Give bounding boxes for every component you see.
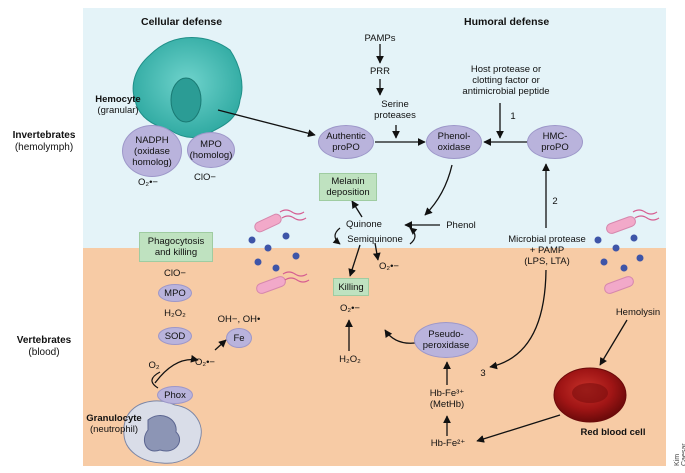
h2o2-vertebrate-label: H₂O₂ <box>164 308 186 319</box>
pamps-label: PAMPs <box>364 33 396 44</box>
vertebrates-label: Vertebrates (blood) <box>4 335 84 359</box>
microbial-protease-label: Microbial protease + PAMP (LPS, LTA) <box>508 234 586 267</box>
authentic-propo-oval: Authentic proPO <box>318 125 374 159</box>
pamp-dots <box>248 232 644 272</box>
granulocyte-title: Granulocyte <box>86 413 142 424</box>
bacteria-top-left <box>254 209 307 233</box>
hemocyte-label: Hemocyte (granular) <box>88 94 148 116</box>
phenoloxidase-oval: Phenol- oxidase <box>426 125 482 159</box>
superoxide-kill-label: O₂•− <box>340 303 360 314</box>
melanin-deposition-box: Melanin deposition <box>319 173 377 201</box>
cellular-defense-header: Cellular defense <box>141 16 223 28</box>
hemocyte-nucleus <box>170 77 202 123</box>
superoxide-mid-label: O₂•− <box>379 261 399 272</box>
invertebrates-title: Invertebrates <box>12 130 76 141</box>
hemolysin-label: Hemolysin <box>615 307 661 318</box>
humoral-defense-header: Humoral defense <box>464 16 550 28</box>
phenol-label: Phenol <box>446 220 476 231</box>
clo-top-label: ClO− <box>194 172 216 183</box>
granulocyte-label: Granulocyte (neutrophil) <box>78 413 150 435</box>
mpo-oval: MPO <box>158 284 192 302</box>
vertebrates-sub: (blood) <box>28 347 60 358</box>
killing-box: Killing <box>333 278 369 296</box>
serine-proteases-label: Serine proteases <box>374 99 416 121</box>
invertebrates-label: Invertebrates (hemolymph) <box>4 130 84 154</box>
step-1: 1 <box>510 111 516 122</box>
hb-fe2-label: Hb-Fe²⁺ <box>430 438 466 449</box>
hb-fe3-label: Hb-Fe³⁺ (MetHb) <box>429 388 465 410</box>
nadph-oval: NADPH (oxidase homolog) <box>122 125 182 177</box>
rbc-label: Red blood cell <box>580 427 646 438</box>
bacteria-mid-left <box>256 271 310 294</box>
superoxide-sod-label: O₂•− <box>195 357 215 368</box>
o2-left-label: O₂ <box>148 360 160 371</box>
step-2: 2 <box>552 196 558 207</box>
invertebrates-sub: (hemolymph) <box>14 142 74 153</box>
hemocyte-sub: (granular) <box>97 105 139 116</box>
clo-vertebrate-label: ClO− <box>164 268 186 279</box>
semiquinone-label: Semiquinone <box>347 234 403 245</box>
step-3: 3 <box>480 368 486 379</box>
prr-label: PRR <box>369 66 391 77</box>
hydroxyl-label: OH−, OH• <box>217 314 261 325</box>
granulocyte-sub: (neutrophil) <box>89 424 139 435</box>
host-protease-label: Host protease or clotting factor or anti… <box>462 64 550 97</box>
fe-oval: Fe <box>226 328 252 348</box>
mpo-homolog-oval: MPO (homolog) <box>187 132 235 168</box>
h2o2-kill-label: H₂O₂ <box>339 354 361 365</box>
pseudo-peroxidase-oval: Pseudo- peroxidase <box>414 322 478 358</box>
phox-oval: Phox <box>157 386 193 404</box>
superoxide-top-label: O₂•− <box>138 177 158 188</box>
artist-credit: Kim Caesar <box>674 443 685 466</box>
hmc-propo-oval: HMC- proPO <box>527 125 583 159</box>
phagocytosis-box: Phagocytosis and killing <box>139 232 213 262</box>
sod-oval: SOD <box>158 327 192 345</box>
bacteria-right <box>604 209 660 294</box>
hemocyte-title: Hemocyte <box>95 94 141 105</box>
vertebrates-title: Vertebrates <box>16 335 72 346</box>
quinone-label: Quinone <box>346 219 382 230</box>
